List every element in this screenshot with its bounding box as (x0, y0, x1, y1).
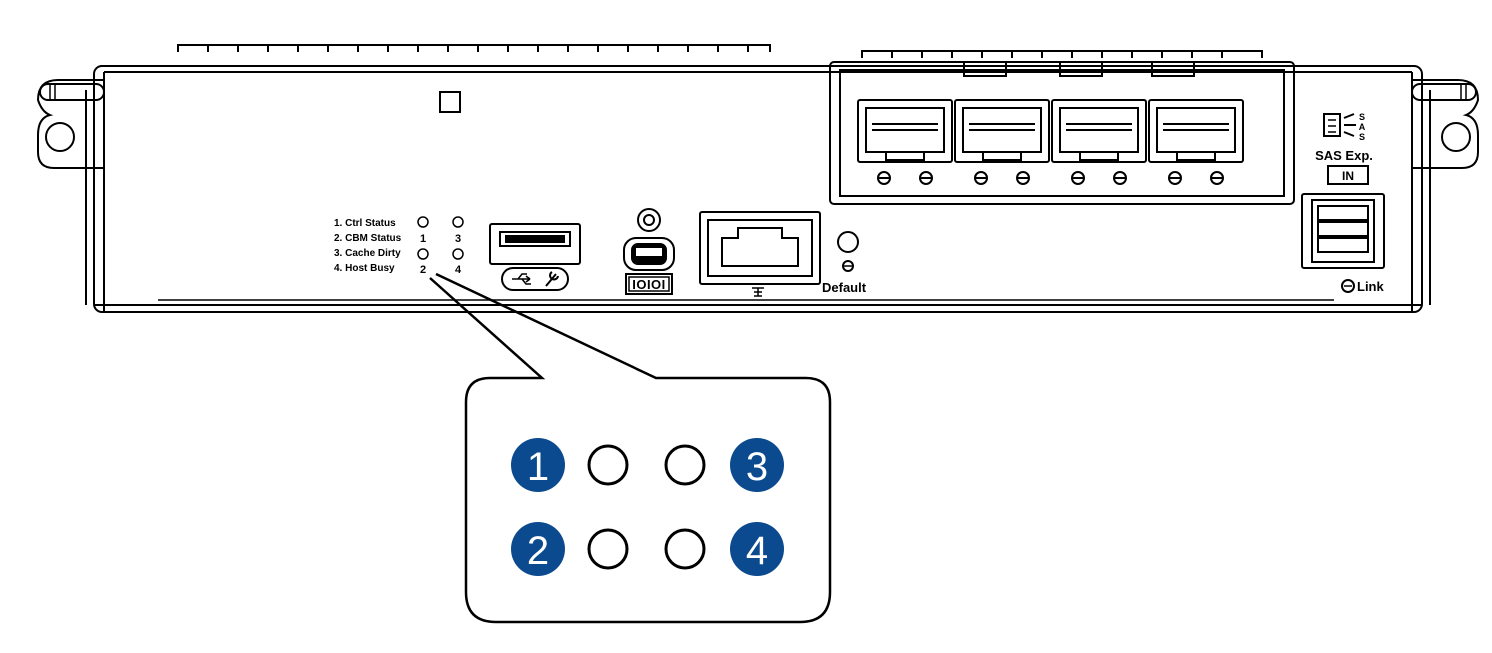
sas-link-label: Link (1357, 279, 1384, 294)
right-handle (1411, 79, 1480, 169)
callout-badges: 1 3 2 4 (511, 438, 784, 576)
host-port-module (829, 61, 1295, 205)
badge-4: 4 (746, 529, 768, 573)
led-callout (429, 272, 832, 624)
badge-2-circle (511, 522, 565, 576)
sas-connector-icon (1323, 113, 1341, 137)
badge-1-circle (511, 438, 565, 492)
badge-1: 1 (527, 445, 549, 489)
left-handle (36, 79, 105, 169)
legend-ctrl-status: 1. Ctrl Status (334, 218, 396, 229)
legend-num-4: 4 (455, 264, 462, 276)
serial-port-icon (625, 273, 673, 295)
sas-exp-label: SAS Exp. (1315, 148, 1373, 163)
panel-led-3 (452, 216, 464, 228)
panel-leds (417, 216, 464, 260)
callout-led-4 (664, 528, 706, 570)
top-fins (177, 44, 1263, 58)
badge-2: 2 (527, 529, 549, 573)
host-connectors (857, 99, 1244, 185)
panel-led-2 (417, 248, 429, 260)
sas-in-label: IN (1342, 169, 1354, 183)
badge-3-circle (730, 438, 784, 492)
badge-3: 3 (746, 445, 768, 489)
serial-port (623, 208, 675, 295)
sas-labels: S A S SAS Exp. IN Link (1315, 112, 1384, 294)
host-connector-1 (857, 99, 953, 185)
host-connector-3 (1051, 99, 1147, 185)
serial-label: IOIOI (632, 277, 666, 292)
legend-cbm-status: 2. CBM Status (334, 233, 402, 244)
legend-num-2: 2 (420, 264, 426, 276)
legend-num-1: 1 (420, 233, 426, 245)
usb-wrench-icon (501, 267, 569, 291)
sas-letter-s1: S (1359, 112, 1365, 122)
legend-host-busy: 4. Host Busy (334, 263, 395, 274)
default-button (837, 231, 859, 272)
callout-led-3 (664, 444, 706, 486)
badge-4-circle (730, 522, 784, 576)
ethernet-port (699, 211, 821, 297)
callout-leds (587, 444, 706, 570)
sas-expansion (1301, 113, 1385, 293)
usb-port (489, 223, 581, 291)
panel-led-4 (452, 248, 464, 260)
status-window (439, 91, 461, 113)
panel-led-1 (417, 216, 429, 228)
host-connector-2 (954, 99, 1050, 185)
sas-letter-a: A (1359, 122, 1366, 132)
led-legend: 1. Ctrl Status 2. CBM Status 3. Cache Di… (334, 218, 462, 276)
default-label: Default (822, 280, 867, 295)
legend-cache-dirty: 3. Cache Dirty (334, 248, 401, 259)
callout-led-1 (587, 444, 629, 486)
legend-num-3: 3 (455, 233, 461, 245)
sas-letter-s2: S (1359, 132, 1365, 142)
callout-led-2 (587, 528, 629, 570)
host-connector-4 (1148, 99, 1244, 185)
ethernet-rj45-icon (752, 287, 764, 297)
